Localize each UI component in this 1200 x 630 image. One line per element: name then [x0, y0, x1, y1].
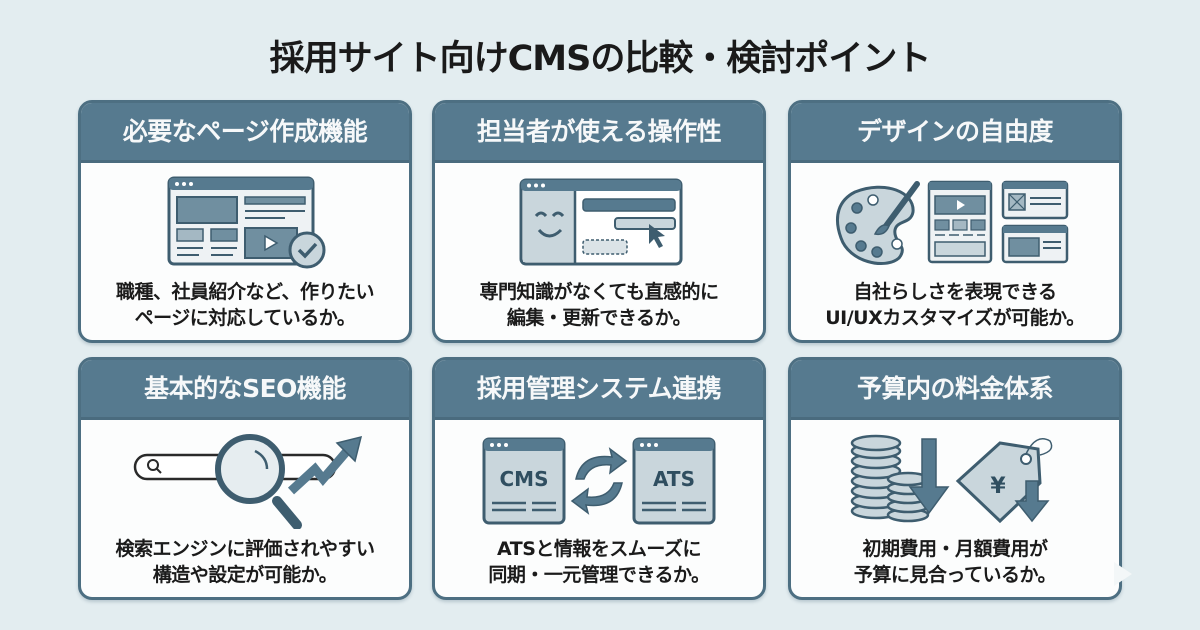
coins-price-tag-down-icon: ¥ — [791, 420, 1119, 538]
yen-symbol: ¥ — [990, 474, 1006, 499]
desc-line-2: 構造や設定が可能か。 — [152, 564, 338, 586]
desc-line-1: 初期費用・月額費用が — [862, 538, 1048, 560]
card-heading: 予算内の料金体系 — [791, 360, 1119, 420]
desc-line-2: UI/UXカスタマイズが可能か。 — [825, 307, 1085, 329]
desc-line-2: 編集・更新できるか。 — [506, 307, 692, 329]
desc-line-1: 専門知識がなくても直感的に — [479, 281, 719, 303]
palette-layouts-icon — [791, 163, 1119, 281]
card-description: 検索エンジンに評価されやすい 構造や設定が可能か。 — [81, 536, 409, 588]
card-heading: 採用管理システム連携 — [435, 360, 763, 420]
search-magnifier-growth-icon — [81, 420, 409, 538]
desc-line-1: 検索エンジンに評価されやすい — [115, 538, 375, 560]
webpage-layout-check-icon — [81, 163, 409, 281]
page-title: 採用サイト向けCMSの比較・検討ポイント — [269, 39, 932, 79]
card-heading: 必要なページ作成機能 — [81, 103, 409, 163]
card-description: 専門知識がなくても直感的に 編集・更新できるか。 — [435, 279, 763, 331]
card-seo: 基本的なSEO機能 検索エンジンに評価されやすい 構造や設定が可能か。 — [78, 357, 412, 600]
card-heading: デザインの自由度 — [791, 103, 1119, 163]
desc-line-1: 職種、社員紹介など、作りたい — [115, 281, 375, 303]
card-description: 初期費用・月額費用が 予算に見合っているか。 — [791, 536, 1119, 588]
ats-label: ATS — [653, 467, 695, 491]
smiley-editor-cursor-icon — [435, 163, 763, 281]
card-description: 自社らしさを表現できる UI/UXカスタマイズが可能か。 — [791, 279, 1119, 331]
cms-ats-sync-icon: CMS ATS — [435, 420, 763, 538]
desc-line-2: ページに対応しているか。 — [134, 307, 356, 329]
card-usability: 担当者が使える操作性 専門知識がなくても直感的に 編集・更新できるか。 — [432, 100, 766, 343]
card-heading: 基本的なSEO機能 — [81, 360, 409, 420]
desc-line-1: ATSと情報をスムーズに — [497, 538, 701, 560]
desc-line-2: 同期・一元管理できるか。 — [488, 564, 710, 586]
desc-line-2: 予算に見合っているか。 — [853, 564, 1057, 586]
cms-label: CMS — [500, 467, 549, 491]
card-ats-integration: 採用管理システム連携 CMS ATS ATSと情報をスムーズに 同期・一元管理で… — [432, 357, 766, 600]
card-heading: 担当者が使える操作性 — [435, 103, 763, 163]
desc-line-1: 自社らしさを表現できる — [853, 281, 1057, 303]
card-description: ATSと情報をスムーズに 同期・一元管理できるか。 — [435, 536, 763, 588]
card-pricing: 予算内の料金体系 ¥ 初期費用・月額費用が 予算に見合っているか。 — [788, 357, 1122, 600]
card-page-creation: 必要なページ作成機能 職種、社員紹介など、作りたい ページに対応しているか。 — [78, 100, 412, 343]
card-design-freedom: デザインの自由度 — [788, 100, 1122, 343]
card-description: 職種、社員紹介など、作りたい ページに対応しているか。 — [81, 279, 409, 331]
sparkle-watermark-icon — [1114, 562, 1132, 586]
